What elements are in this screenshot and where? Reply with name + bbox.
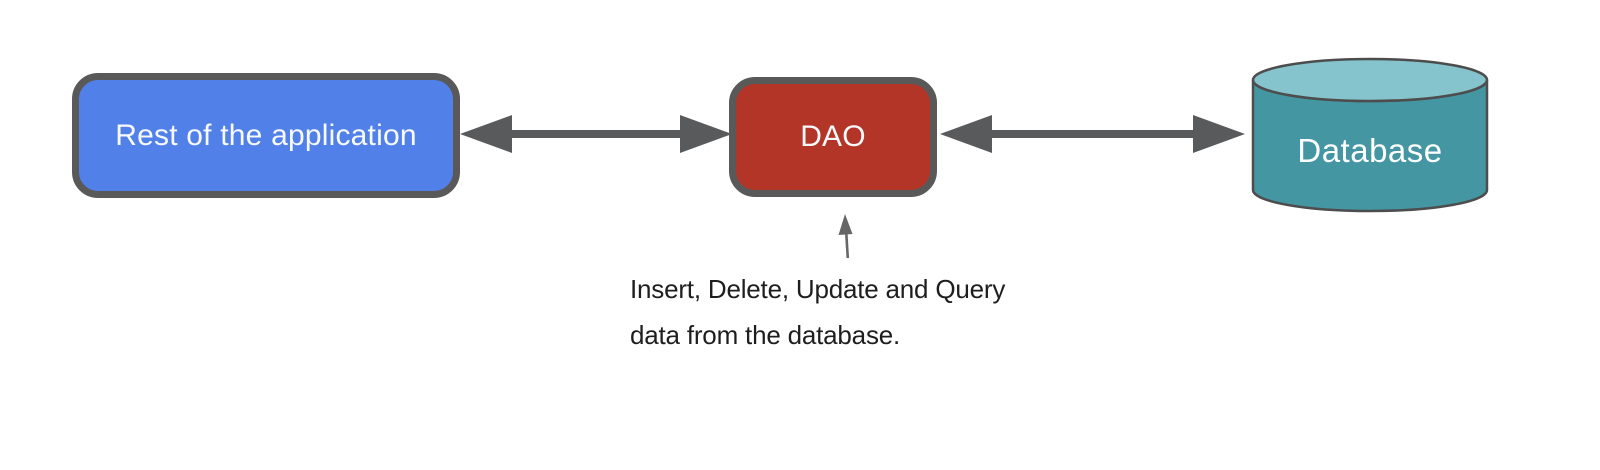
arrow-head-right-icon (1193, 115, 1245, 153)
arrow-head-right-icon (680, 115, 732, 153)
annotation-line-2: data from the database. (630, 320, 901, 350)
arrow-head-left-icon (460, 115, 512, 153)
annotation-pointer-up-arrow-icon (838, 214, 853, 259)
cylinder-top (1251, 57, 1489, 103)
double-arrow-dao-database (940, 115, 1245, 153)
pointer-head-icon (838, 214, 853, 235)
node-rest-of-application-label: Rest of the application (115, 118, 417, 152)
annotation-line-1: Insert, Delete, Update and Query (630, 274, 1006, 304)
node-dao-label: DAO (800, 120, 866, 153)
node-database-cylinder: Database (1251, 57, 1489, 213)
pointer-shaft (844, 231, 850, 259)
node-rest-of-application: Rest of the application (72, 73, 460, 198)
node-database-label: Database (1297, 132, 1442, 169)
arrow-head-left-icon (940, 115, 992, 153)
dao-annotation: Insert, Delete, Update and Query data fr… (630, 266, 1005, 358)
double-arrow-app-dao (460, 115, 732, 153)
node-dao: DAO (729, 77, 937, 197)
